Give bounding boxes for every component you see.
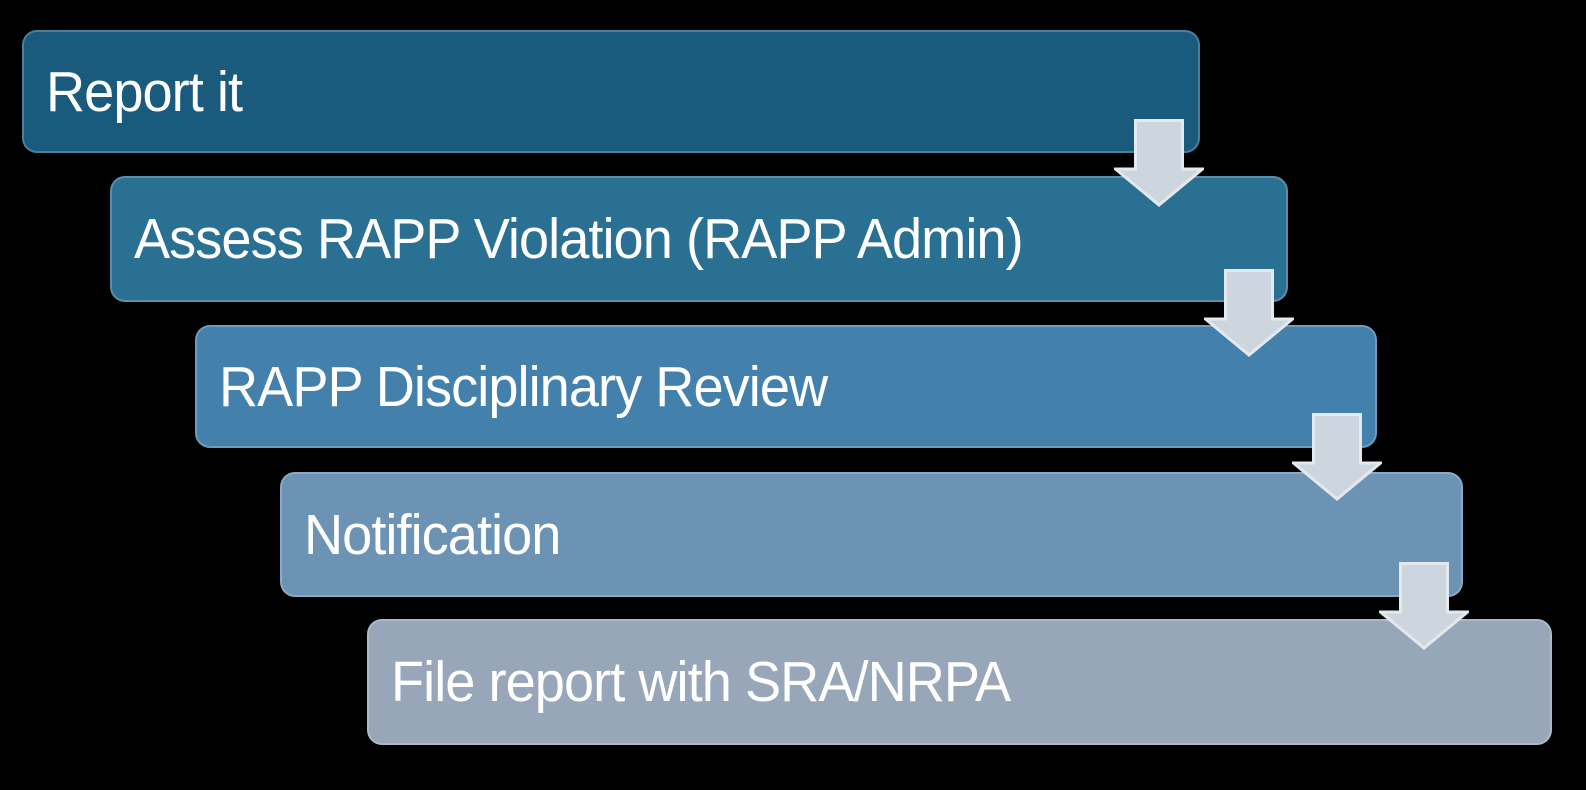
down-arrow-icon	[1379, 562, 1469, 650]
down-arrow-icon	[1204, 269, 1294, 357]
down-arrow-icon	[1292, 413, 1382, 501]
process-step-assess-rapp-violation: Assess RAPP Violation (RAPP Admin)	[110, 176, 1288, 302]
step-label: RAPP Disciplinary Review	[219, 354, 828, 419]
down-arrow-icon	[1114, 119, 1204, 207]
step-label: Report it	[46, 59, 243, 124]
step-label: File report with SRA/NRPA	[391, 650, 1011, 714]
step-label: Notification	[304, 502, 561, 567]
process-step-notification: Notification	[280, 472, 1463, 597]
process-step-file-report: File report with SRA/NRPA	[367, 619, 1552, 745]
step-label: Assess RAPP Violation (RAPP Admin)	[134, 207, 1024, 271]
process-step-report-it: Report it	[22, 30, 1200, 153]
process-step-rapp-disciplinary-review: RAPP Disciplinary Review	[195, 325, 1377, 448]
